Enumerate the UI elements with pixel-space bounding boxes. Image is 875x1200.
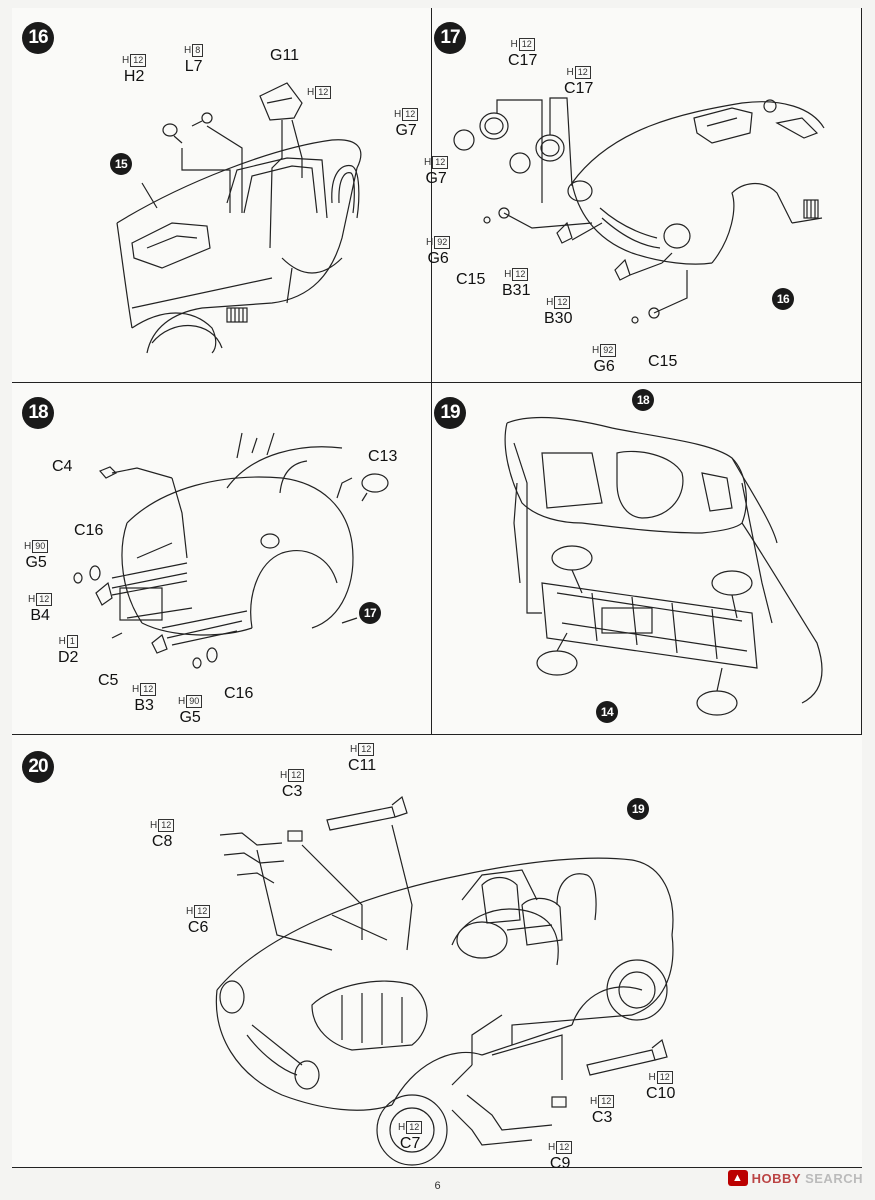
watermark-brand: HOBBY bbox=[751, 1170, 802, 1186]
part-c4: C4 bbox=[52, 458, 73, 475]
watermark: ▲ HOBBY SEARCH bbox=[727, 1170, 863, 1186]
step-16-drawing bbox=[116, 82, 362, 354]
part-c13: C13 bbox=[368, 448, 398, 465]
part-c16: C16 bbox=[224, 685, 254, 702]
part-c16: C16 bbox=[74, 522, 104, 539]
part-g11: G11 bbox=[270, 47, 300, 64]
reference-step-badge: 19 bbox=[627, 798, 649, 820]
step-number-badge: 16 bbox=[22, 22, 54, 54]
step-number-badge: 20 bbox=[22, 751, 54, 783]
step-number-badge: 18 bbox=[22, 397, 54, 429]
step-number-badge: 17 bbox=[434, 22, 466, 54]
page-number: 6 bbox=[434, 1180, 441, 1192]
reference-step-badge: 16 bbox=[772, 288, 794, 310]
step-number-badge: 19 bbox=[434, 397, 466, 429]
watermark-brand: SEARCH bbox=[805, 1170, 863, 1186]
part-c15: C15 bbox=[648, 353, 678, 370]
step-19-drawing bbox=[504, 416, 823, 716]
step-18-drawing bbox=[73, 432, 389, 669]
step-20-drawing bbox=[215, 795, 674, 1166]
step-17-drawing bbox=[453, 97, 825, 324]
reference-step-badge: 18 bbox=[632, 389, 654, 411]
reference-step-badge: 15 bbox=[110, 153, 132, 175]
step-19-panel: 19 18 14 bbox=[432, 383, 862, 735]
part-c15: C15 bbox=[456, 271, 486, 288]
part-c5: C5 bbox=[98, 672, 119, 689]
reference-step-badge: 14 bbox=[596, 701, 618, 723]
reference-step-badge: 17 bbox=[359, 602, 381, 624]
brand-logo-icon: ▲ bbox=[727, 1170, 748, 1186]
